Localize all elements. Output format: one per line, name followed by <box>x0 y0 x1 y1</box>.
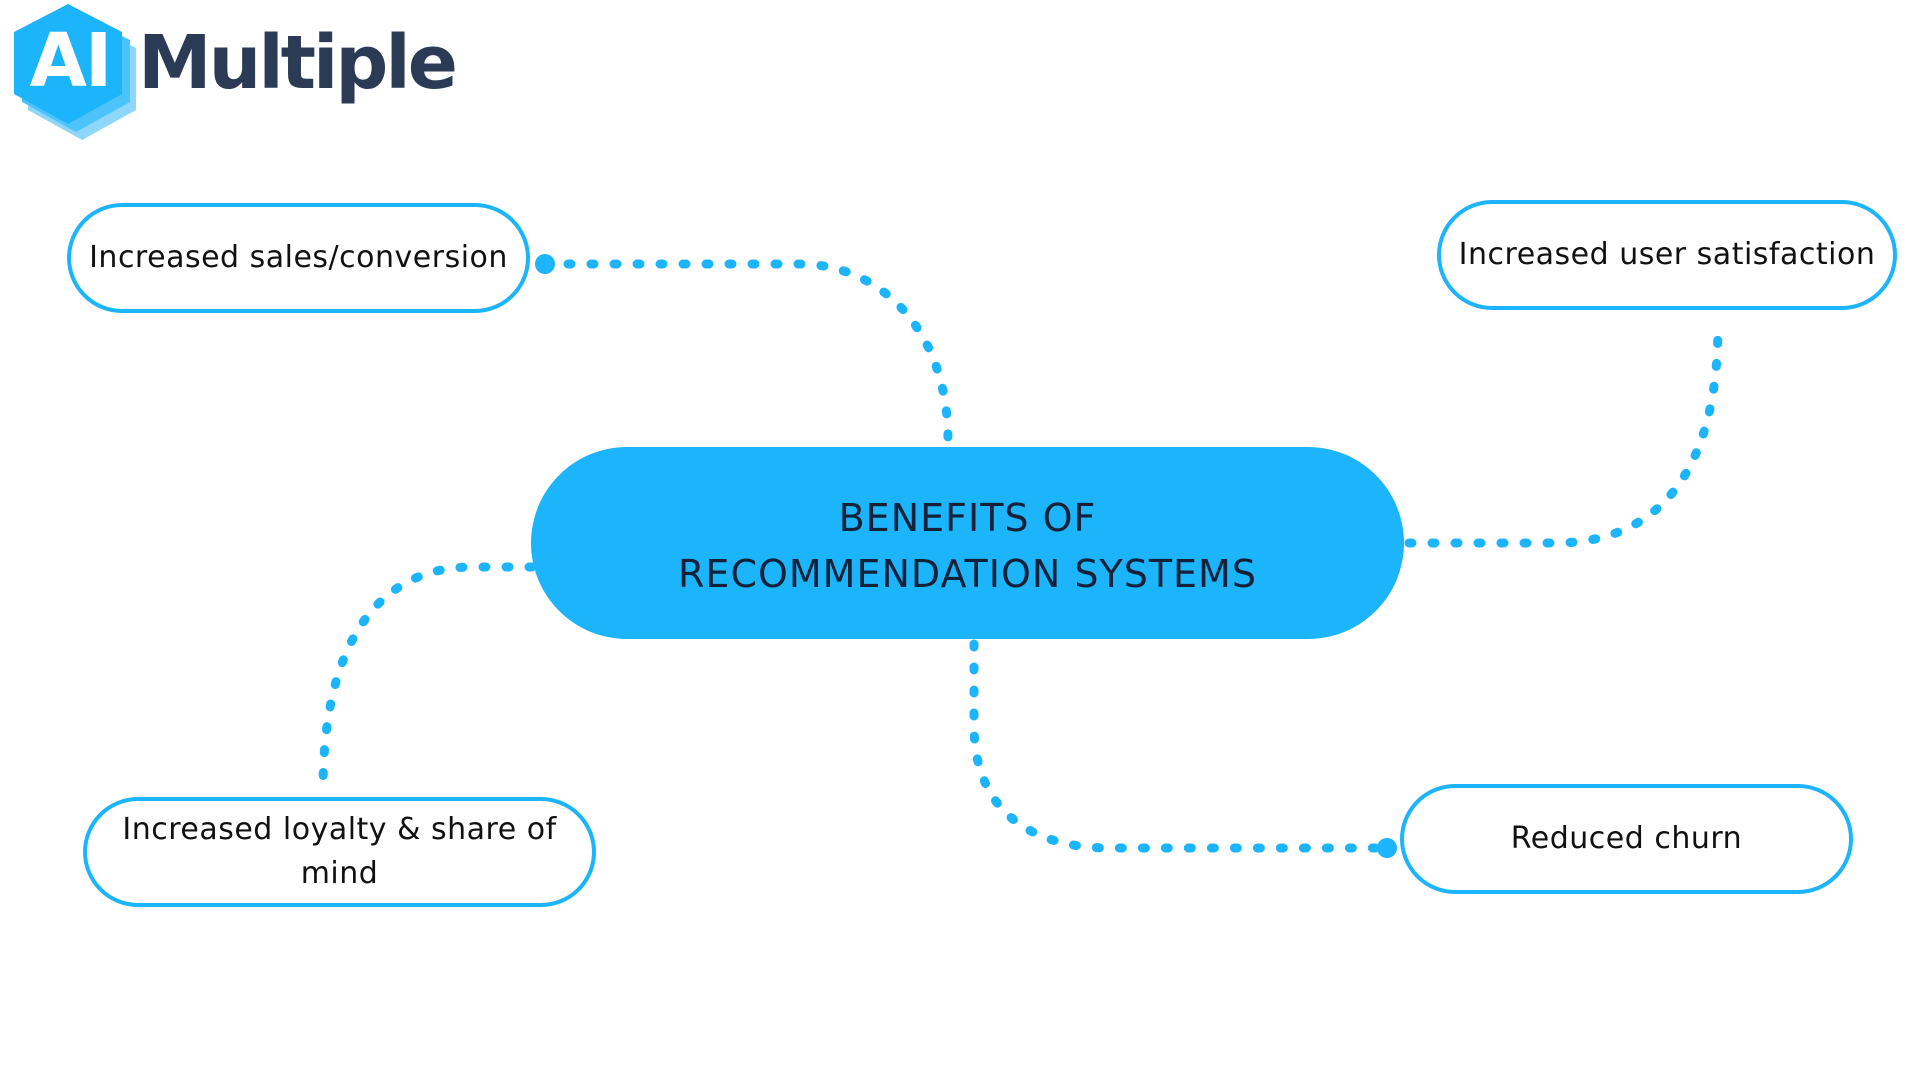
logo-wordmark: Multiple <box>138 20 458 106</box>
central-topic-node: BENEFITS OF RECOMMENDATION SYSTEMS <box>531 447 1404 639</box>
connector-satisfaction <box>1404 320 1723 548</box>
benefit-node-satisfaction: Increased user satisfaction <box>1437 200 1897 310</box>
logo-ai-text: AI <box>29 18 113 104</box>
benefit-label: Increased user satisfaction <box>1458 237 1876 272</box>
benefit-node-loyalty: Increased loyalty & share of mind <box>83 797 596 907</box>
benefit-label: Reduced churn <box>1510 821 1743 856</box>
central-topic-title: BENEFITS OF RECOMMENDATION SYSTEMS <box>678 496 1257 596</box>
benefit-label: Increased sales/conversion <box>89 240 508 275</box>
connector-churn-dot <box>1377 838 1397 858</box>
connector-sales <box>540 259 953 445</box>
ai-multiple-logo: AI Multiple <box>4 2 458 152</box>
connector-churn <box>969 639 1390 853</box>
benefit-node-sales: Increased sales/conversion <box>67 203 530 313</box>
hexagon-logo-icon <box>14 4 136 140</box>
connector-loyalty <box>318 562 537 795</box>
benefit-node-churn: Reduced churn <box>1400 784 1853 894</box>
benefit-label: Increased loyalty & share of mind <box>122 812 557 891</box>
connector-sales-dot <box>535 254 555 274</box>
